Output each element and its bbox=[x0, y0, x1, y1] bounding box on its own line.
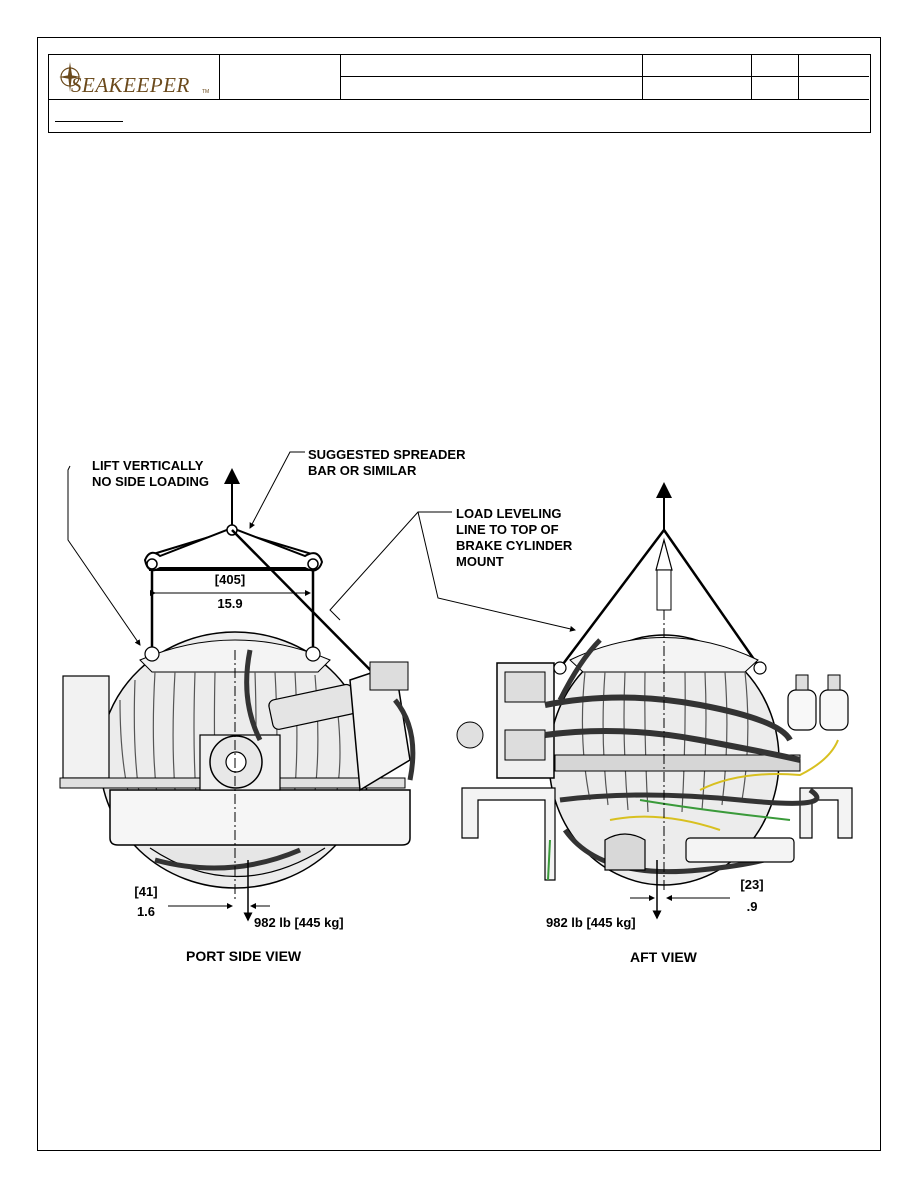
spread-dimension-in: 15.9 bbox=[217, 596, 243, 611]
callout-load-leveling: LOAD LEVELING LINE TO TOP OF BRAKE CYLIN… bbox=[456, 506, 573, 569]
logo-wordmark: SEAKEEPER bbox=[71, 73, 190, 97]
logo-trademark: TM bbox=[202, 89, 210, 95]
page-border bbox=[37, 37, 881, 1151]
title-cell-2 bbox=[220, 55, 341, 100]
port-side-view-label: PORT SIDE VIEW bbox=[186, 948, 302, 964]
spread-dimension-mm: [405] bbox=[214, 572, 246, 587]
title-cell-5b bbox=[752, 77, 799, 100]
title-cell-6b bbox=[799, 77, 869, 100]
title-cell-3b bbox=[341, 77, 643, 100]
title-cell-3a bbox=[341, 55, 643, 77]
port-weight-label: 982 lb [445 kg] bbox=[254, 915, 344, 930]
port-cg-offset-in: 1.6 bbox=[136, 904, 156, 919]
aft-weight-label: 982 lb [445 kg] bbox=[546, 915, 636, 930]
port-side-view-drawing bbox=[59, 451, 416, 922]
aft-cg-offset-mm: [23] bbox=[740, 877, 764, 892]
port-cg-offset-mm: [41] bbox=[134, 884, 158, 899]
title-cell-4a bbox=[643, 55, 752, 77]
aft-view-label: AFT VIEW bbox=[630, 949, 697, 965]
title-cell-6a bbox=[799, 55, 869, 77]
title-block: SEAKEEPER TM bbox=[48, 54, 871, 133]
callout-spreader-bar: SUGGESTED SPREADER BAR OR SIMILAR bbox=[308, 447, 466, 478]
title-cell-5a bbox=[752, 55, 799, 77]
logo-cell: SEAKEEPER TM bbox=[49, 55, 220, 100]
compass-logo-icon bbox=[59, 62, 81, 92]
aft-view-drawing bbox=[329, 482, 853, 920]
aft-cg-offset-in: .9 bbox=[746, 899, 758, 914]
section-underline bbox=[55, 121, 123, 122]
title-cell-4b bbox=[643, 77, 752, 100]
callout-lift-vertically: LIFT VERTICALLY NO SIDE LOADING bbox=[92, 458, 210, 489]
